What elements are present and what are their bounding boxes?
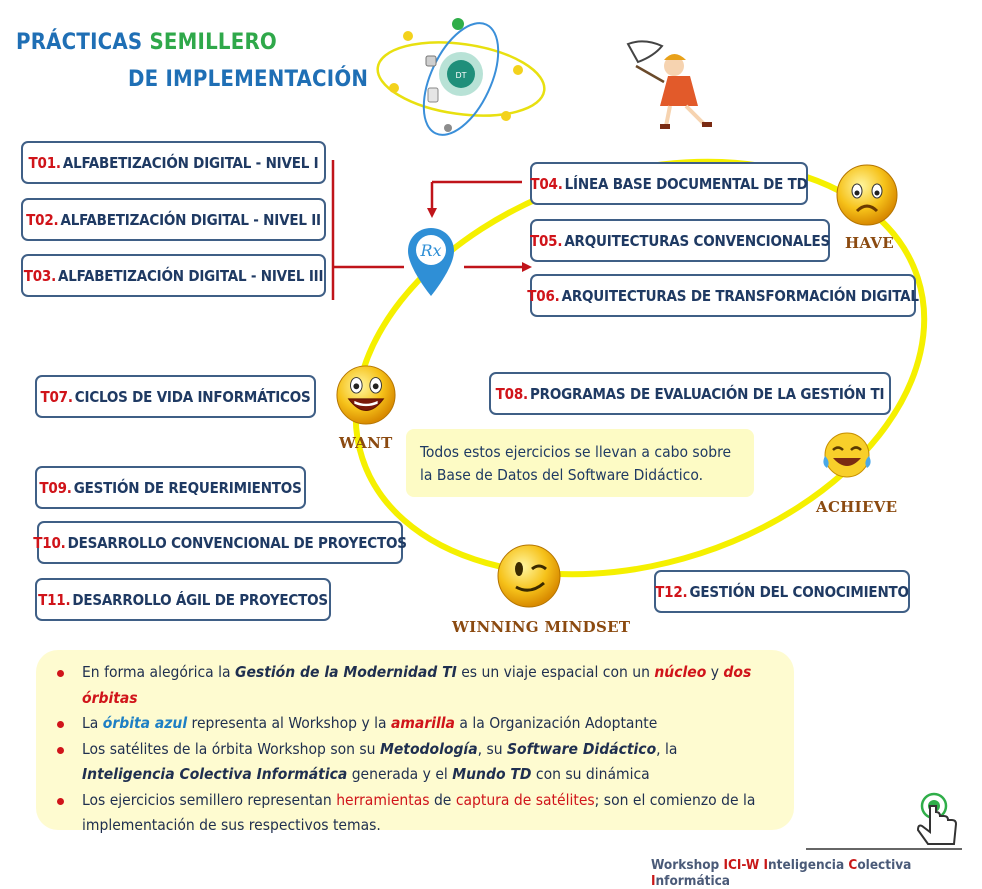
have-label: HAVE bbox=[845, 234, 894, 252]
footer-credit: Workshop ICI-W Inteligencia Colectiva In… bbox=[651, 857, 982, 889]
text-span: , su bbox=[477, 739, 508, 758]
emphasis-span: Metodología bbox=[379, 739, 478, 758]
girl-with-net-illustration bbox=[626, 40, 712, 129]
footer-text: ICI-W bbox=[723, 857, 760, 873]
task-code: T10. bbox=[33, 533, 66, 552]
task-label: ARQUITECTURAS DE TRANSFORMACIÓN DIGITAL bbox=[561, 286, 919, 305]
task-label: ARQUITECTURAS CONVENCIONALES bbox=[564, 231, 831, 250]
task-box-t06: T06.ARQUITECTURAS DE TRANSFORMACIÓN DIGI… bbox=[527, 274, 919, 317]
emphasis-span: órbita azul bbox=[102, 714, 188, 732]
task-code: T09. bbox=[39, 478, 72, 497]
task-box-t08: T08.PROGRAMAS DE EVALUACIÓN DE LA GESTIÓ… bbox=[489, 372, 891, 415]
rx-map-pin-icon: Rx bbox=[408, 228, 454, 296]
task-label: DESARROLLO ÁGIL DE PROYECTOS bbox=[72, 590, 328, 609]
text-span: generada y el bbox=[347, 765, 453, 783]
footer-text: I bbox=[759, 857, 769, 873]
task-code: T03. bbox=[23, 266, 57, 285]
task-box-t10: T10.DESARROLLO CONVENCIONAL DE PROYECTOS bbox=[33, 521, 407, 564]
text-span: representa al Workshop y la bbox=[187, 714, 391, 732]
task-box-t01: T01.ALFABETIZACIÓN DIGITAL - NIVEL I bbox=[21, 141, 326, 184]
svg-text:DT: DT bbox=[455, 71, 466, 80]
text-span: ; son el comienzo de la implementación d… bbox=[82, 790, 756, 835]
laughing-face-emoji-icon bbox=[336, 365, 396, 425]
emphasis-span: Inteligencia Colectiva Informática bbox=[82, 765, 348, 783]
task-label: DESARROLLO CONVENCIONAL DE PROYECTOS bbox=[67, 533, 407, 552]
task-box-t09: T09.GESTIÓN DE REQUERIMIENTOS bbox=[35, 466, 306, 509]
footer-text: nformática bbox=[655, 873, 730, 889]
title-word-practicas: PRÁCTICAS bbox=[16, 30, 143, 55]
emphasis-span: Software Didáctico bbox=[507, 739, 657, 758]
page-title: PRÁCTICAS SEMILLERO bbox=[16, 30, 277, 55]
task-label: PROGRAMAS DE EVALUACIÓN DE LA GESTIÓN TI bbox=[529, 384, 885, 403]
task-label: GESTIÓN DE REQUERIMIENTOS bbox=[73, 478, 302, 497]
task-code: T08. bbox=[495, 384, 529, 403]
database-note: Todos estos ejercicios se llevan a cabo … bbox=[406, 429, 754, 497]
explanation-item-1: En forma alegórica la Gestión de la Mode… bbox=[54, 660, 774, 711]
database-note-text: Todos estos ejercicios se llevan a cabo … bbox=[420, 443, 732, 484]
task-label: LÍNEA BASE DOCUMENTAL DE TD bbox=[564, 174, 808, 193]
sad-face-emoji-icon bbox=[836, 164, 898, 226]
text-span: de bbox=[429, 790, 456, 809]
explanation-item-2: La órbita azul representa al Workshop y … bbox=[54, 711, 774, 737]
pin-glyph: Rx bbox=[419, 241, 441, 260]
footer-text: nteligencia bbox=[768, 857, 849, 873]
text-span: Los satélites de la órbita Workshop son … bbox=[82, 739, 380, 758]
orbit-illustration: DT bbox=[376, 18, 546, 136]
emphasis-span: herramientas bbox=[336, 790, 430, 809]
task-box-t11: T11.DESARROLLO ÁGIL DE PROYECTOS bbox=[35, 578, 331, 621]
text-span: y bbox=[706, 663, 724, 681]
emphasis-span: amarilla bbox=[390, 714, 455, 732]
text-span: con su dinámica bbox=[531, 765, 650, 783]
text-span: Los ejercicios semillero representan bbox=[82, 790, 337, 809]
achieve-label: ACHIEVE bbox=[816, 498, 898, 516]
tap-hand-icon bbox=[916, 792, 958, 845]
explanation-list: En forma alegórica la Gestión de la Mode… bbox=[54, 660, 774, 839]
task-box-t02: T02.ALFABETIZACIÓN DIGITAL - NIVEL II bbox=[21, 198, 326, 241]
explanation-item-3: Los satélites de la órbita Workshop son … bbox=[54, 737, 774, 788]
task-code: T05. bbox=[529, 231, 563, 250]
page-subtitle: DE IMPLEMENTACIÓN bbox=[128, 67, 369, 92]
text-span: , la bbox=[656, 739, 678, 758]
emphasis-span: captura de satélites bbox=[455, 790, 595, 809]
emphasis-span: dos órbitas bbox=[82, 663, 752, 707]
emphasis-span: núcleo bbox=[654, 663, 707, 681]
task-box-t04: T04.LÍNEA BASE DOCUMENTAL DE TD bbox=[530, 162, 808, 205]
want-label: WANT bbox=[339, 434, 393, 452]
footer-text: olectiva bbox=[857, 857, 912, 873]
task-label: CICLOS DE VIDA INFORMÁTICOS bbox=[74, 387, 311, 406]
task-box-t03: T03.ALFABETIZACIÓN DIGITAL - NIVEL III bbox=[21, 254, 326, 297]
text-span: En forma alegórica la bbox=[82, 663, 236, 681]
footer-text: I bbox=[651, 873, 656, 889]
footer-divider bbox=[806, 848, 962, 850]
task-code: T07. bbox=[40, 387, 73, 406]
task-box-t07: T07.CICLOS DE VIDA INFORMÁTICOS bbox=[35, 375, 316, 418]
winning-mindset-label: WINNING MINDSET bbox=[452, 618, 631, 636]
task-code: T06. bbox=[527, 286, 560, 305]
explanation-item-4: Los ejercicios semillero representan her… bbox=[54, 788, 774, 839]
footer-text: C bbox=[848, 857, 858, 873]
task-label: GESTIÓN DEL CONOCIMIENTO bbox=[689, 582, 910, 601]
task-box-t12: T12.GESTIÓN DEL CONOCIMIENTO bbox=[654, 570, 910, 613]
task-label: ALFABETIZACIÓN DIGITAL - NIVEL I bbox=[62, 153, 319, 172]
task-label: ALFABETIZACIÓN DIGITAL - NIVEL II bbox=[60, 210, 321, 229]
footer-text: Workshop bbox=[651, 857, 724, 873]
text-span: es un viaje espacial con un bbox=[456, 663, 655, 681]
task-code: T04. bbox=[530, 174, 563, 193]
winking-face-emoji-icon bbox=[497, 544, 561, 608]
task-code: T11. bbox=[38, 590, 71, 609]
title-word-semillero: SEMILLERO bbox=[149, 30, 277, 55]
task-code: T01. bbox=[28, 153, 62, 172]
task-label: ALFABETIZACIÓN DIGITAL - NIVEL III bbox=[58, 266, 324, 285]
tears-of-joy-emoji-icon bbox=[823, 432, 871, 478]
text-span: a la Organización Adoptante bbox=[454, 714, 658, 732]
task-box-t05: T05.ARQUITECTURAS CONVENCIONALES bbox=[530, 219, 830, 262]
text-span: La bbox=[82, 714, 103, 732]
emphasis-span: Gestión de la Modernidad TI bbox=[235, 663, 457, 681]
task-code: T02. bbox=[26, 210, 59, 229]
task-code: T12. bbox=[655, 582, 688, 601]
emphasis-span: Mundo TD bbox=[452, 765, 532, 783]
explanation-panel: En forma alegórica la Gestión de la Mode… bbox=[36, 650, 794, 834]
